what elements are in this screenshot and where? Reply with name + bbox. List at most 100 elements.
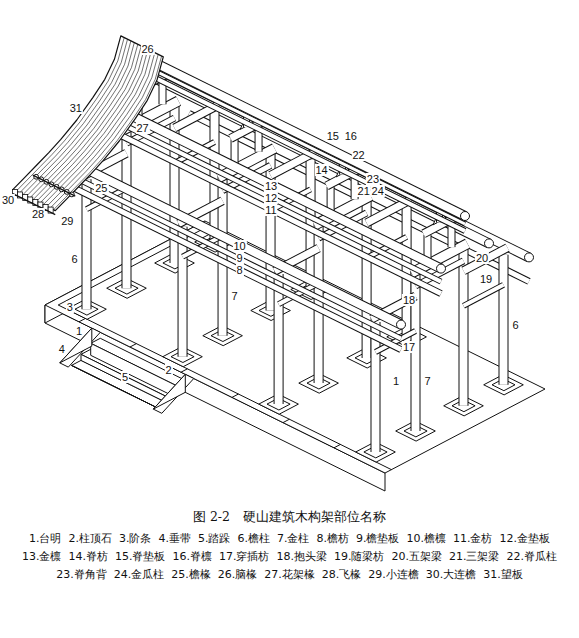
column xyxy=(500,255,508,385)
edge-stone-joint xyxy=(334,444,340,447)
part-name: 5.踏跺 xyxy=(198,531,231,546)
callout-number: 3 xyxy=(66,301,74,313)
part-name: 25.檐椽 xyxy=(171,567,211,582)
rafter-line xyxy=(20,39,128,193)
part-name: 26.脑椽 xyxy=(218,567,258,582)
rafter-line xyxy=(50,54,158,208)
callout-number: 29 xyxy=(60,215,74,227)
edge-stone-joint xyxy=(283,419,289,422)
callout-number: 10 xyxy=(232,240,246,252)
callout-number: 1 xyxy=(75,325,83,337)
callout-number: 22 xyxy=(351,149,365,161)
part-name: 18.抱头梁 xyxy=(277,549,328,564)
part-name: 30.大连檐 xyxy=(426,567,477,582)
callout-number: 25 xyxy=(94,182,108,194)
eave-tie xyxy=(61,182,401,350)
part-name: 27.花架椽 xyxy=(264,567,315,582)
callout-number: 20 xyxy=(475,252,489,264)
gold-tie xyxy=(101,126,441,294)
platform-top xyxy=(45,221,545,473)
callout-number: 9 xyxy=(235,252,243,264)
column xyxy=(499,255,509,385)
eave-tie xyxy=(61,182,401,350)
callout-number: 27 xyxy=(135,122,149,134)
eave-purlin xyxy=(61,157,401,325)
eave-purlin-end xyxy=(397,320,406,329)
through-tie xyxy=(464,285,504,306)
callout-number: 6 xyxy=(511,319,519,331)
eave-beam xyxy=(464,248,508,271)
callout-number: 7 xyxy=(423,375,431,387)
part-name: 7.金柱 xyxy=(277,531,310,546)
callout-number: 6 xyxy=(70,253,78,265)
ridge-purlin xyxy=(125,48,465,216)
callout-number: 18 xyxy=(402,294,416,306)
part-name: 1.台明 xyxy=(29,531,62,546)
rafter-line xyxy=(43,51,151,205)
gold-tie xyxy=(101,126,441,294)
eave-board xyxy=(61,171,401,339)
eave-board xyxy=(61,171,401,339)
part-name: 21.三架梁 xyxy=(449,549,500,564)
figure-caption: 图 2-2 硬山建筑木构架部位名称 xyxy=(0,509,579,526)
stair-side-slab xyxy=(153,374,185,409)
part-name: 14.脊枋 xyxy=(69,549,109,564)
part-name: 31.望板 xyxy=(483,567,523,582)
callout-number: 8 xyxy=(235,264,243,276)
part-name: 20.五架梁 xyxy=(392,549,443,564)
part-name: 12.金垫板 xyxy=(500,531,551,546)
callout-number: 19 xyxy=(479,273,493,285)
rafter-line xyxy=(16,38,124,192)
edge-stone-joint xyxy=(130,344,136,347)
rafter-line xyxy=(23,41,131,195)
callout-number: 23 xyxy=(366,173,380,185)
stair-riser xyxy=(91,343,176,397)
part-name: 23.脊角背 xyxy=(56,567,107,582)
part-name: 29.小连檐 xyxy=(368,567,419,582)
part-name-list: 1.台明2.柱顶石3.阶条4.垂带5.踏跺6.檐柱7.金柱8.檐枋9.檐垫板10… xyxy=(8,531,571,582)
callout-number: 31 xyxy=(69,102,83,114)
part-name: 11.金枋 xyxy=(453,531,493,546)
callout-number: 1 xyxy=(392,375,400,387)
edge-stone-joint xyxy=(181,369,187,372)
callout-number: 2 xyxy=(164,364,172,376)
part-name: 13.金檩 xyxy=(22,549,62,564)
rafter-line xyxy=(33,46,141,200)
callout-number: 21 xyxy=(357,185,371,197)
rafter-line xyxy=(54,56,162,210)
part-name: 15.脊垫板 xyxy=(115,549,166,564)
rafter-line xyxy=(40,49,148,203)
callout-number: 26 xyxy=(140,43,154,55)
part-name: 24.金瓜柱 xyxy=(114,567,165,582)
rafter-line xyxy=(47,53,155,207)
ridge-tie xyxy=(125,63,465,231)
callout-number: 15 xyxy=(326,130,340,142)
part-name: 3.阶条 xyxy=(119,531,152,546)
part-name: 9.檐垫板 xyxy=(356,531,400,546)
part-name: 16.脊檩 xyxy=(173,549,213,564)
gold-purlin xyxy=(101,101,441,269)
callout-number: 11 xyxy=(264,204,277,216)
through-tie xyxy=(464,285,504,306)
part-name: 22.脊瓜柱 xyxy=(507,549,558,564)
ridge-purlin xyxy=(125,48,465,216)
ridge-purlin-end xyxy=(461,212,470,221)
callout-number: 13 xyxy=(264,180,278,192)
part-name: 8.檐枋 xyxy=(317,531,350,546)
callout-number: 30 xyxy=(1,194,15,206)
inner-eave-strip xyxy=(33,175,76,196)
callout-number: 17 xyxy=(402,341,416,353)
timber-frame-illustration xyxy=(0,0,579,505)
part-name: 4.垂带 xyxy=(159,531,192,546)
back-eave-purlin-end xyxy=(525,253,534,262)
part-name: 17.穿插枋 xyxy=(219,549,270,564)
callout-number: 7 xyxy=(230,290,238,302)
callout-number: 4 xyxy=(58,343,66,355)
edge-stone-joint xyxy=(232,394,238,397)
callout-number: 24 xyxy=(371,185,385,197)
gold-purlin xyxy=(101,101,441,269)
stair-side-slab xyxy=(153,374,194,413)
callout-number: 16 xyxy=(344,130,358,142)
back-gold-purlin-end xyxy=(485,239,494,248)
callout-number: 14 xyxy=(314,164,328,176)
